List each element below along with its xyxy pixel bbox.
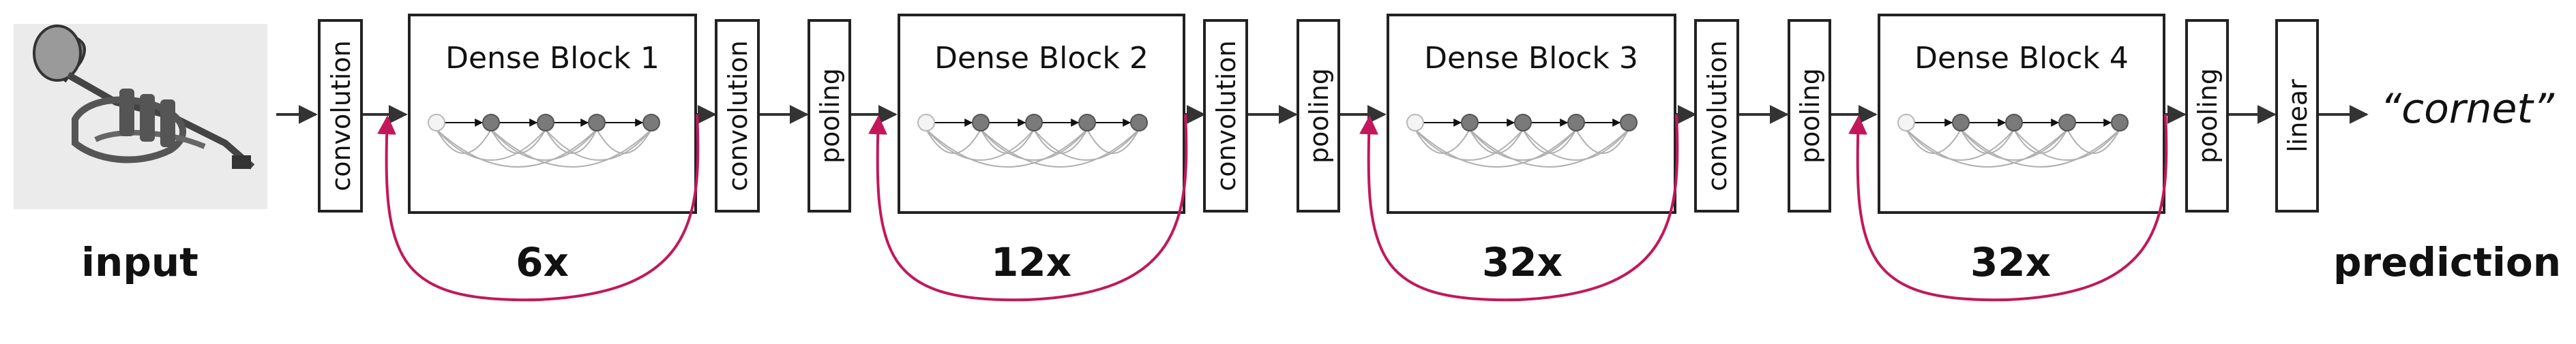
- layer-linear: linear: [2275, 19, 2319, 213]
- dense-block-2-repeat: 12x: [991, 239, 1071, 285]
- dense-block-1-node-input: [428, 114, 445, 131]
- dense-block-3-connections: [1415, 119, 1629, 168]
- dense-block-1-node: [537, 114, 554, 131]
- dense-block-3-node: [1461, 114, 1479, 131]
- dense-block-4-node: [2058, 114, 2076, 131]
- layer-linear-label: linear: [2283, 79, 2313, 153]
- layer-pool3: pooling: [1297, 19, 1340, 213]
- layer-pool2: pooling: [808, 19, 851, 213]
- layer-conv4-label: convolution: [1702, 40, 1732, 191]
- dense-block-1-repeat: 6x: [516, 239, 569, 285]
- layer-pool2-label: pooling: [815, 68, 845, 163]
- dense-block-4-repeat: 32x: [1970, 239, 2051, 285]
- dense-block-3-repeat: 32x: [1482, 239, 1563, 285]
- dense-block-3-node: [1567, 114, 1585, 131]
- dense-block-4-connections: [1906, 119, 2120, 168]
- dense-block-4-node: [2005, 114, 2023, 131]
- dense-block-3-node: [1514, 114, 1532, 131]
- repeat-arrow-block-2: [868, 114, 1188, 302]
- layer-conv3: convolution: [1203, 19, 1248, 213]
- output-class-label: “cornet”: [2380, 85, 2555, 133]
- dense-block-1-connections: [436, 119, 652, 168]
- layer-pool5: pooling: [2185, 19, 2229, 213]
- dense-block-2-node: [972, 114, 990, 131]
- dense-block-1-title: Dense Block 1: [445, 41, 660, 76]
- dense-block-3: Dense Block 3: [1387, 14, 1676, 214]
- dense-block-1-node: [588, 114, 606, 131]
- layer-pool3-label: pooling: [1304, 68, 1334, 163]
- dense-block-1-node: [482, 114, 500, 131]
- dense-block-4-node: [2111, 114, 2129, 131]
- layer-conv3-label: convolution: [1211, 40, 1241, 191]
- dense-block-1: Dense Block 1: [408, 14, 697, 214]
- dense-block-2-node: [1130, 114, 1148, 131]
- repeat-arrow-block-4: [1848, 114, 2168, 302]
- dense-block-4-node-input: [1897, 114, 1915, 131]
- input-image: [14, 24, 267, 209]
- dense-block-3-node-input: [1406, 114, 1424, 131]
- dense-block-4-node: [1952, 114, 1970, 131]
- dense-block-2-node: [1078, 114, 1096, 131]
- layer-conv1: convolution: [318, 19, 363, 213]
- repeat-arrow-block-3: [1359, 114, 1679, 302]
- layer-conv4: convolution: [1694, 19, 1739, 213]
- input-label: input: [81, 239, 198, 285]
- layer-pool5-label: pooling: [2193, 68, 2223, 163]
- dense-block-2-title: Dense Block 2: [934, 41, 1149, 76]
- dense-block-1-node: [642, 114, 660, 131]
- dense-block-2-node: [1025, 114, 1043, 131]
- dense-block-2-connections: [926, 119, 1140, 168]
- repeat-arrow-block-1: [377, 114, 700, 302]
- prediction-label: prediction: [2333, 239, 2561, 285]
- layer-conv2-label: convolution: [723, 40, 753, 191]
- dense-block-2-node-input: [917, 114, 935, 131]
- layer-pool4-label: pooling: [1795, 68, 1825, 163]
- layer-conv1-label: convolution: [326, 40, 356, 191]
- dense-block-4-title: Dense Block 4: [1914, 41, 2129, 76]
- cornet-photo-icon: [33, 25, 255, 170]
- dense-block-2: Dense Block 2: [898, 14, 1185, 214]
- layer-pool4: pooling: [1788, 19, 1831, 213]
- layer-conv2: convolution: [715, 19, 760, 213]
- dense-block-3-node: [1620, 114, 1638, 131]
- dense-block-3-title: Dense Block 3: [1424, 41, 1638, 76]
- repeat-arrows: [377, 114, 2168, 302]
- dense-block-4: Dense Block 4: [1878, 14, 2165, 214]
